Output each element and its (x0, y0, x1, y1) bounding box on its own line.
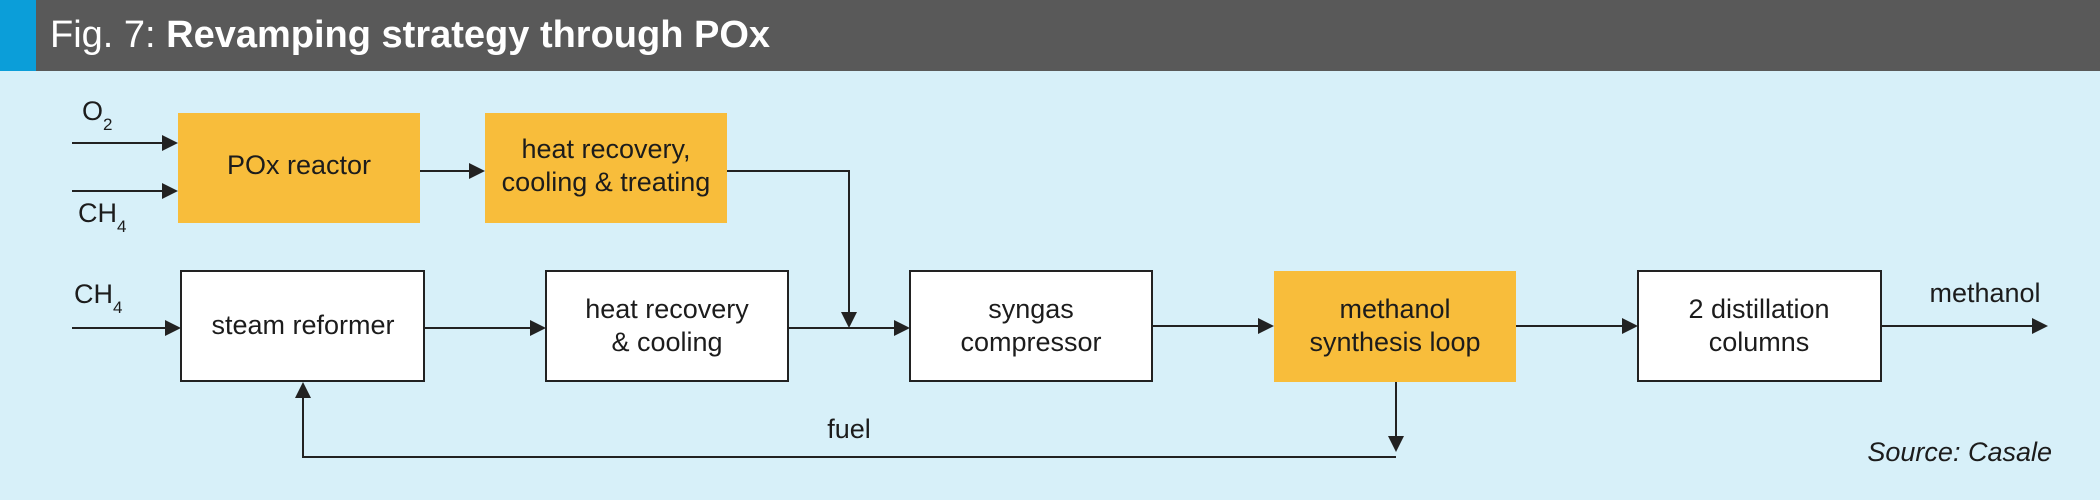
heat-recovery-cooling-arrowhead (530, 320, 546, 336)
methanol-synthesis-loop-box (1274, 271, 1516, 382)
distillation-arrowhead (1622, 318, 1638, 334)
heat-recovery-treating-label-line2: cooling & treating (502, 167, 711, 197)
reformer-arrowhead (165, 320, 181, 336)
syngas-compressor-label-line1: syngas (988, 294, 1074, 324)
heat-recovery-treating-label-line1: heat recovery, (521, 134, 690, 164)
heat-recovery-cooling-label-line2: & cooling (611, 327, 722, 357)
fuel-down-arrowhead (1388, 436, 1404, 452)
methanol-arrowhead (2032, 318, 2048, 334)
distillation-label-line1: 2 distillation (1688, 294, 1829, 324)
figure-number: Fig. 7: (50, 14, 167, 56)
loop-arrowhead (1258, 318, 1274, 334)
fuel-return-line (302, 397, 1396, 458)
o2-arrowhead (162, 135, 178, 151)
fuel-label: fuel (827, 414, 871, 444)
header-accent (0, 0, 36, 71)
treated-gas-line (727, 170, 850, 315)
steam-reformer-label: steam reformer (211, 310, 394, 340)
figure-title-text: Revamping strategy through POx (166, 14, 771, 56)
ch4-pox-arrowhead (162, 183, 178, 199)
methanol-loop-label-line1: methanol (1339, 294, 1450, 324)
pox-reactor-label: POx reactor (227, 150, 371, 180)
figure-header (0, 0, 2100, 71)
methanol-output-label: methanol (1929, 278, 2040, 308)
heat-recovery-cooling-box (545, 270, 789, 382)
source-credit: Source: Casale (1867, 437, 2052, 467)
pox-reactor-box (178, 113, 420, 223)
ch4-reformer-label: CH4 (74, 279, 122, 317)
compressor-arrowhead (894, 320, 910, 336)
ch4-pox-label: CH4 (78, 198, 126, 236)
heat-recovery-treating-box (485, 113, 727, 223)
syngas-compressor-box (909, 270, 1153, 382)
distillation-columns-box (1637, 270, 1882, 382)
methanol-loop-label-line2: synthesis loop (1309, 327, 1480, 357)
distillation-label-line2: columns (1709, 327, 1810, 357)
syngas-compressor-label-line2: compressor (960, 327, 1101, 357)
heat-recovery-treating-arrowhead (469, 163, 485, 179)
treated-gas-arrowhead (841, 312, 857, 328)
heat-recovery-cooling-label-line1: heat recovery (585, 294, 749, 324)
o2-label: O2 (82, 96, 112, 134)
fuel-up-arrowhead (295, 382, 311, 398)
figure-title: Fig. 7: Revamping strategy through POx (50, 0, 770, 71)
steam-reformer-box (180, 270, 425, 382)
